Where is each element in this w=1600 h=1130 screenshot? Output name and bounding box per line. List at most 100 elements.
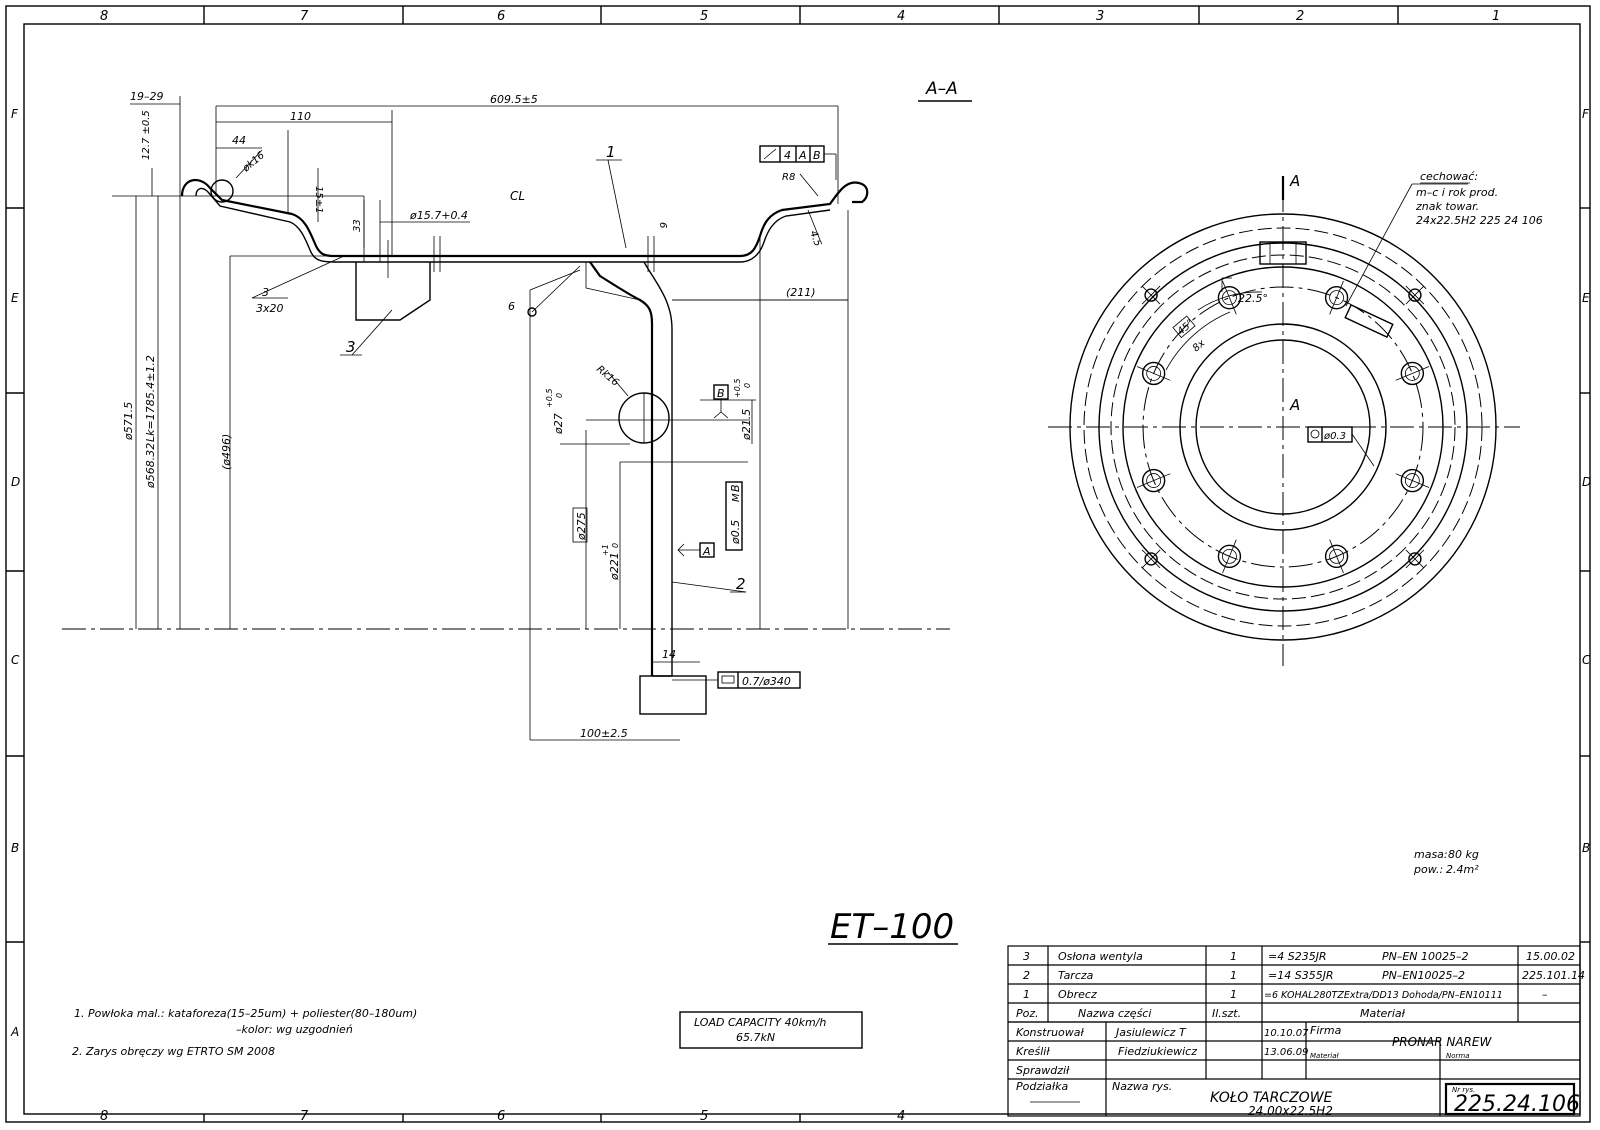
note-1: 1. Powłoka mal.: kataforeza(15–25um) + p… (74, 1007, 417, 1020)
bolt-hole-inner (1329, 548, 1344, 564)
bolt-hole (1400, 468, 1425, 493)
norma-label: Norma (1446, 1052, 1470, 1060)
dim-211: (211) (786, 286, 816, 299)
part-3-poz: 3 (1023, 950, 1030, 963)
dim-27-tol: +0.5 (545, 389, 554, 408)
bolt-hole (1141, 361, 1166, 386)
runout-top-datum-a: A (798, 149, 807, 162)
zone-labels-top: 8 7 6 5 4 3 2 1 (100, 9, 1500, 24)
position-tolerance: ø0.5 (729, 520, 742, 545)
zone-col-4-bottom: 4 (897, 1109, 905, 1124)
bolt-hole-axis (1136, 473, 1171, 488)
part-2-name: Tarcza (1058, 969, 1094, 982)
section-title: A–A (925, 79, 958, 99)
zone-labels-side: F E D C B A F E D C B (10, 107, 1591, 1039)
load-capacity: LOAD CAPACITY 40km/h 65.7kN (679, 1011, 863, 1049)
mass-label: masa: (1414, 848, 1448, 861)
dim-12-7: 12.7 ±0.5 (141, 110, 152, 160)
dim-rk16: Rk16 (594, 364, 621, 389)
dim-568: ø568.32 (144, 443, 157, 489)
part-2-norm: PN–EN10025–2 (1382, 969, 1465, 982)
part-3-ref: 15.00.02 (1526, 950, 1575, 963)
zone-row-c-right: C (1582, 653, 1591, 667)
bolt-hole (1400, 361, 1425, 386)
runout-top-datum-b: B (813, 149, 821, 162)
dim-221: ø221 (608, 552, 621, 581)
surface-value: 2.4m² (1446, 863, 1479, 876)
part-3-name: Osłona wentyla (1058, 950, 1143, 963)
parts-table (1007, 945, 1581, 1023)
drawing-frame (5, 5, 1591, 1123)
marking-note-line-2: znak towar. (1415, 200, 1479, 213)
bolt-hole (1324, 544, 1349, 569)
mass-info: masa: 80 kg pow.: 2.4m² (1413, 848, 1479, 876)
load-capacity-line-1: LOAD CAPACITY 40km/h (694, 1016, 826, 1029)
marking-note-line-1: m–c i rok prod. (1416, 186, 1498, 199)
title-block-text: Konstruował Jasiulewicz T 10.10.07 Kreśl… (1016, 1024, 1580, 1118)
dim-110: 110 (290, 110, 311, 123)
zone-col-8-bottom: 8 (100, 1109, 108, 1124)
marking-area (1344, 304, 1394, 338)
dim-27-tol2: 0 (555, 393, 564, 398)
parts-table-row-1: 1 Obrecz 1 =6 KOHAL280TZExtra/DD13 Dohod… (1023, 988, 1548, 1001)
position-frame: ø0.5 M B (725, 481, 743, 551)
konstruowal-name: Jasiulewicz T (1114, 1026, 1187, 1039)
zone-col-2: 2 (1296, 9, 1304, 24)
bolt-hole-inner (1404, 366, 1420, 381)
zone-row-a: A (10, 1025, 19, 1039)
dim-221-tol: +1 (601, 544, 610, 556)
centerline-label: CL (510, 189, 525, 203)
zone-labels-bottom: 8 7 6 5 4 (100, 1109, 905, 1124)
load-capacity-line-2: 65.7kN (736, 1031, 775, 1044)
runout-bottom-value: 0.7/ø340 (742, 675, 791, 688)
dim-rk16-top: øk16 (240, 150, 267, 175)
zone-col-5: 5 (700, 9, 708, 24)
dim-496: (ø496) (220, 434, 233, 470)
runout-frame-bottom: 0.7/ø340 (717, 671, 801, 689)
header-qty: Il.szt. (1212, 1007, 1241, 1020)
dim-4-5: 4.5 (807, 229, 823, 248)
bolt-hole-inner (1329, 290, 1344, 306)
zone-col-7-bottom: 7 (300, 1109, 309, 1124)
bolt-hole-axis (1395, 366, 1430, 381)
zone-row-f-right: F (1582, 107, 1590, 121)
dim-15-7: ø15.7+0.4 (409, 209, 468, 222)
bolt-hole (1324, 285, 1349, 310)
part-3-mat: =4 S235JR (1268, 950, 1327, 963)
vent-hole-cross (1405, 549, 1425, 569)
part-1-mat: =6 KOHAL280TZExtra/DD13 Dohoda/PN–EN1011… (1264, 990, 1503, 1001)
dim-6: 6 (657, 222, 668, 228)
mass-value: 80 kg (1448, 848, 1479, 861)
rim-profile-inner (195, 187, 831, 263)
kreslil-label: Kreślił (1016, 1045, 1050, 1058)
drawing-name-label: Nazwa rys. (1112, 1080, 1172, 1093)
front-position-frame: ø0.3 (1307, 426, 1375, 467)
firma-name: PRONAR NAREW (1392, 1035, 1492, 1049)
note-1-color: –kolor: wg uzgodnień (236, 1023, 353, 1036)
part-2-qty: 1 (1230, 969, 1237, 982)
angle-22: 22.5° (1238, 292, 1268, 305)
zone-row-b: B (11, 841, 19, 855)
vent-hole (1408, 552, 1422, 566)
zone-col-1: 1 (1492, 9, 1500, 24)
valve-opening (1259, 241, 1307, 265)
front-view: A A 22.5° 45° 8x ø0.3 (1048, 170, 1543, 666)
header-poz: Poz. (1016, 1007, 1039, 1020)
sprawdzil-label: Sprawdził (1016, 1064, 1070, 1077)
firma-label: Firma (1310, 1024, 1342, 1037)
count-8x: 8x (1191, 338, 1208, 354)
runout-frame-top: 4 A B (759, 145, 837, 180)
dim-21: ø21.5 (740, 409, 753, 441)
dim-275: ø275 (575, 512, 588, 541)
zone-row-e: E (11, 291, 19, 305)
front-position-tolerance: ø0.3 (1323, 431, 1346, 442)
notes: 1. Powłoka mal.: kataforeza(15–25um) + p… (72, 1007, 417, 1058)
zone-col-6: 6 (497, 9, 505, 24)
product-code: ET–100 (830, 907, 954, 947)
vent-hole-cross (1141, 549, 1161, 569)
dim-weld-3: 3 (262, 286, 269, 299)
hub-face (639, 675, 707, 715)
zone-col-3: 3 (1096, 9, 1104, 24)
drawing-name-sub: 24.00x22.5H2 (1248, 1104, 1333, 1118)
bolt-hole (1141, 468, 1166, 493)
